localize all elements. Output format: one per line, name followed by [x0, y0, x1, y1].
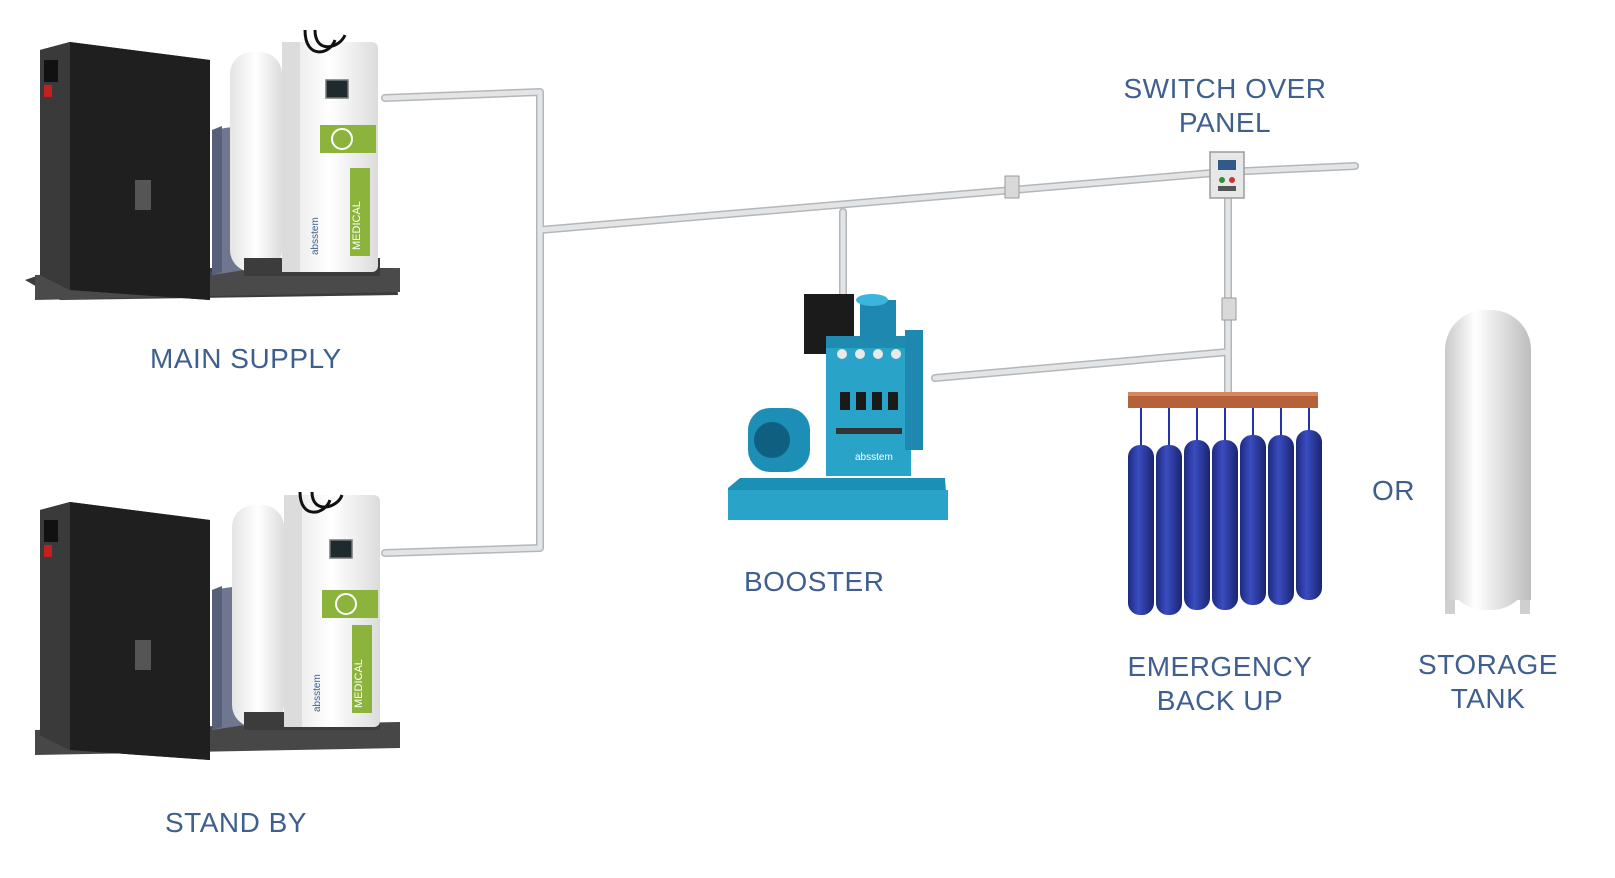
generator-brand-text: absstem [312, 674, 323, 712]
switch-over-line1: SWITCH OVER [1123, 73, 1327, 104]
stand-by-label: STAND BY [165, 806, 307, 840]
booster-unit: absstem [728, 294, 948, 520]
main-supply-label: MAIN SUPPLY [150, 342, 342, 376]
switch-over-panel-label: SWITCH OVER PANEL [1120, 72, 1330, 140]
storage-line2: TANK [1450, 683, 1526, 714]
generator-brand-text: absstem [310, 217, 321, 255]
emergency-cylinders [1128, 392, 1322, 615]
generator-badge-text: MEDICAL [353, 659, 365, 708]
or-label: OR [1372, 474, 1415, 508]
generator-badge-text: MEDICAL [351, 201, 363, 250]
booster-text: BOOSTER [744, 566, 885, 597]
main-supply-text: MAIN SUPPLY [150, 343, 342, 374]
main-supply-unit: MEDICAL absstem [25, 29, 400, 300]
booster-brand-text: absstem [855, 452, 893, 463]
switch-over-line2: PANEL [1178, 107, 1272, 138]
pipe-valve [1004, 175, 1020, 199]
emergency-line1: EMERGENCY [1127, 651, 1313, 682]
emergency-line2: BACK UP [1156, 685, 1284, 716]
pipe-valve [1221, 297, 1237, 321]
storage-tank-label: STORAGE TANK [1418, 648, 1558, 716]
emergency-back-up-label: EMERGENCY BACK UP [1120, 650, 1320, 718]
or-text: OR [1372, 475, 1415, 506]
stand-by-unit: MEDICAL absstem [35, 491, 400, 760]
switch-over-panel [1209, 151, 1245, 199]
booster-label: BOOSTER [744, 565, 884, 599]
storage-line1: STORAGE [1418, 649, 1558, 680]
stand-by-text: STAND BY [165, 807, 307, 838]
storage-tank [1445, 310, 1531, 614]
